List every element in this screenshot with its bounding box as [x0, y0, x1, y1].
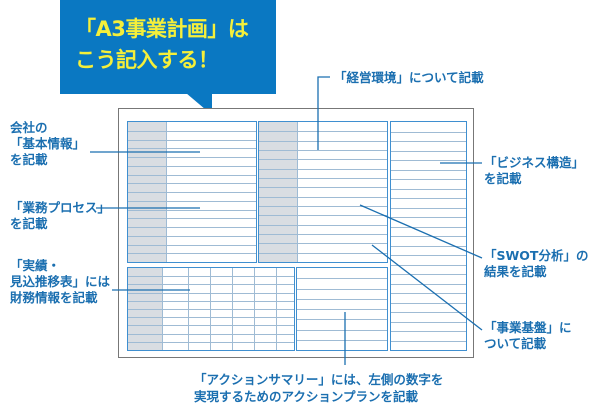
note-environment: 「経営環境」について記載 — [334, 70, 484, 85]
note-business-structure: 「ビジネス構造」 を記載 — [484, 155, 585, 186]
form-column-line — [254, 268, 255, 350]
form-row — [128, 139, 256, 141]
note-foundation: 「事業基盤」に ついて記載 — [484, 320, 572, 351]
form-row — [128, 317, 294, 319]
form-row — [391, 207, 466, 209]
form-row — [259, 234, 387, 235]
form-row — [391, 150, 466, 152]
note-swot: 「SWOT分析」の 結果を記載 — [484, 248, 589, 279]
form-row — [391, 217, 466, 218]
form-row — [391, 169, 466, 171]
form-row — [128, 235, 256, 237]
form-row — [128, 253, 256, 255]
form-row — [391, 255, 466, 256]
form-row — [391, 179, 466, 180]
form-row — [391, 226, 466, 228]
note-business-process: 「業務プロセス」 を記載 — [10, 200, 111, 231]
action-summary-section — [296, 267, 388, 351]
form-row — [128, 209, 256, 211]
form-row — [259, 187, 387, 189]
form-row — [297, 339, 387, 341]
leader-swot — [359, 204, 483, 259]
form-row — [391, 141, 466, 142]
form-row — [391, 245, 466, 247]
form-column-line — [276, 268, 277, 350]
form-row — [128, 174, 256, 176]
note-results: 「実績・ 見込推移表」には 財務情報を記載 — [10, 258, 111, 305]
callout-title: 「A3事業計画」は こう記入する！ — [75, 14, 249, 76]
form-row — [391, 321, 466, 323]
form-row — [391, 188, 466, 190]
callout-line-1: 「A3事業計画」は — [75, 17, 249, 41]
form-row — [391, 312, 466, 313]
form-column-line — [188, 268, 189, 350]
form-row — [128, 309, 294, 310]
form-row — [259, 196, 387, 198]
form-label-column — [259, 122, 298, 262]
basic-info-section — [127, 121, 257, 263]
form-row — [128, 341, 294, 343]
form-row — [259, 215, 387, 217]
form-row — [297, 319, 387, 321]
form-row — [391, 160, 466, 161]
form-row — [391, 293, 466, 294]
form-row — [391, 264, 466, 266]
form-row — [391, 236, 466, 237]
form-row — [297, 298, 387, 300]
form-row — [128, 192, 256, 193]
form-row — [259, 159, 387, 161]
form-row — [128, 157, 256, 158]
form-row — [297, 288, 387, 290]
form-row — [391, 340, 466, 342]
form-row — [259, 168, 387, 170]
environment-section — [258, 121, 388, 263]
form-row — [128, 130, 256, 132]
form-row — [128, 227, 256, 228]
form-row — [259, 206, 387, 207]
form-row — [391, 283, 466, 285]
a3-plan-sheet — [118, 108, 474, 358]
form-row — [128, 300, 294, 302]
form-row — [128, 276, 294, 278]
note-basic-info: 会社の 「基本情報」 を記載 — [10, 120, 86, 167]
form-row — [259, 140, 387, 142]
form-row — [297, 309, 387, 310]
form-row — [259, 224, 387, 226]
form-row — [128, 325, 294, 327]
form-row — [259, 243, 387, 245]
form-row — [391, 302, 466, 304]
form-row — [128, 292, 294, 294]
form-row — [128, 200, 256, 202]
form-row — [128, 333, 294, 335]
leader-foundation — [371, 244, 483, 331]
business-structure-section — [390, 121, 467, 351]
form-row — [128, 218, 256, 220]
form-column-line — [232, 268, 233, 350]
form-row — [297, 329, 387, 331]
callout-line-2: こう記入する！ — [75, 48, 219, 72]
form-row — [391, 331, 466, 332]
form-row — [259, 252, 387, 254]
form-row — [128, 183, 256, 185]
callout-box — [60, 0, 276, 94]
form-row — [259, 178, 387, 179]
form-row — [128, 284, 294, 286]
form-row — [391, 198, 466, 199]
form-row — [128, 165, 256, 167]
leader-environment — [317, 76, 330, 150]
form-row — [391, 274, 466, 275]
form-row — [297, 278, 387, 280]
form-row — [259, 131, 387, 133]
form-row — [259, 150, 387, 151]
note-action-summary: 「アクションサマリー」には、左側の数字を 実現するためのアクションプランを記載 — [194, 372, 444, 404]
results-table-section — [127, 267, 295, 351]
form-row — [128, 148, 256, 150]
form-column-line — [210, 268, 211, 350]
form-row — [391, 131, 466, 133]
form-row — [128, 244, 256, 246]
